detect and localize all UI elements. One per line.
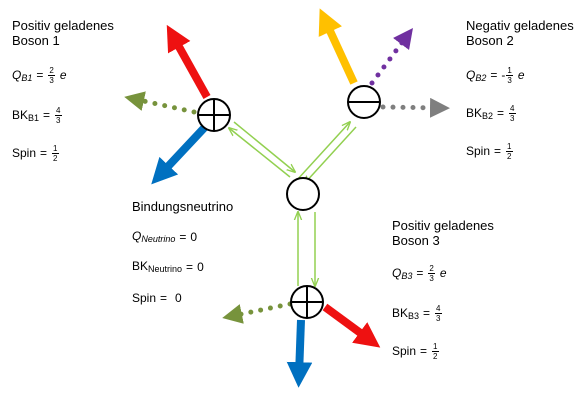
- boson2-orange-arrow: [318, 8, 358, 85]
- bond-arrow-boson2-out: [304, 126, 357, 184]
- boson3-title: Positiv geladenes Boson 3: [392, 218, 494, 248]
- minus-circle-icon: [347, 85, 381, 119]
- boson3-blue-arrow: [286, 319, 313, 388]
- neutrino-spin: Spin = 0: [132, 291, 182, 305]
- neutrino-info: Bindungsneutrino QNeutrino = 0 BKNeutrin…: [132, 199, 234, 305]
- plus-circle-icon: [197, 98, 231, 132]
- boson2-grey-dotted-arrow: [380, 97, 450, 118]
- boson1-green-dotted-arrow: [124, 91, 197, 115]
- neutrino-bk: BKNeutrino = 0: [132, 259, 204, 274]
- boson3-green-dotted-arrow: [222, 301, 293, 324]
- bond-arrows: [229, 121, 357, 286]
- bond-arrow-boson1-in: [229, 128, 291, 178]
- boson1-title: Positiv geladenes Boson 1: [12, 18, 114, 48]
- boson3-red-arrow: [322, 303, 381, 348]
- boson1-red-arrow: [166, 24, 211, 99]
- neutrino-charge: QNeutrino = 0: [132, 229, 198, 244]
- neutrino-title: Bindungsneutrino: [132, 199, 234, 214]
- plus-circle-icon: [290, 285, 324, 319]
- boson2-purple-dotted-arrow: [369, 27, 413, 86]
- bond-arrow-boson1-out: [233, 121, 295, 172]
- bond-arrow-boson2-in: [296, 122, 350, 181]
- boson1-blue-arrow: [151, 124, 208, 185]
- boson2-title: Negativ geladenes Boson 2: [466, 18, 574, 48]
- empty-circle-icon: [286, 177, 320, 211]
